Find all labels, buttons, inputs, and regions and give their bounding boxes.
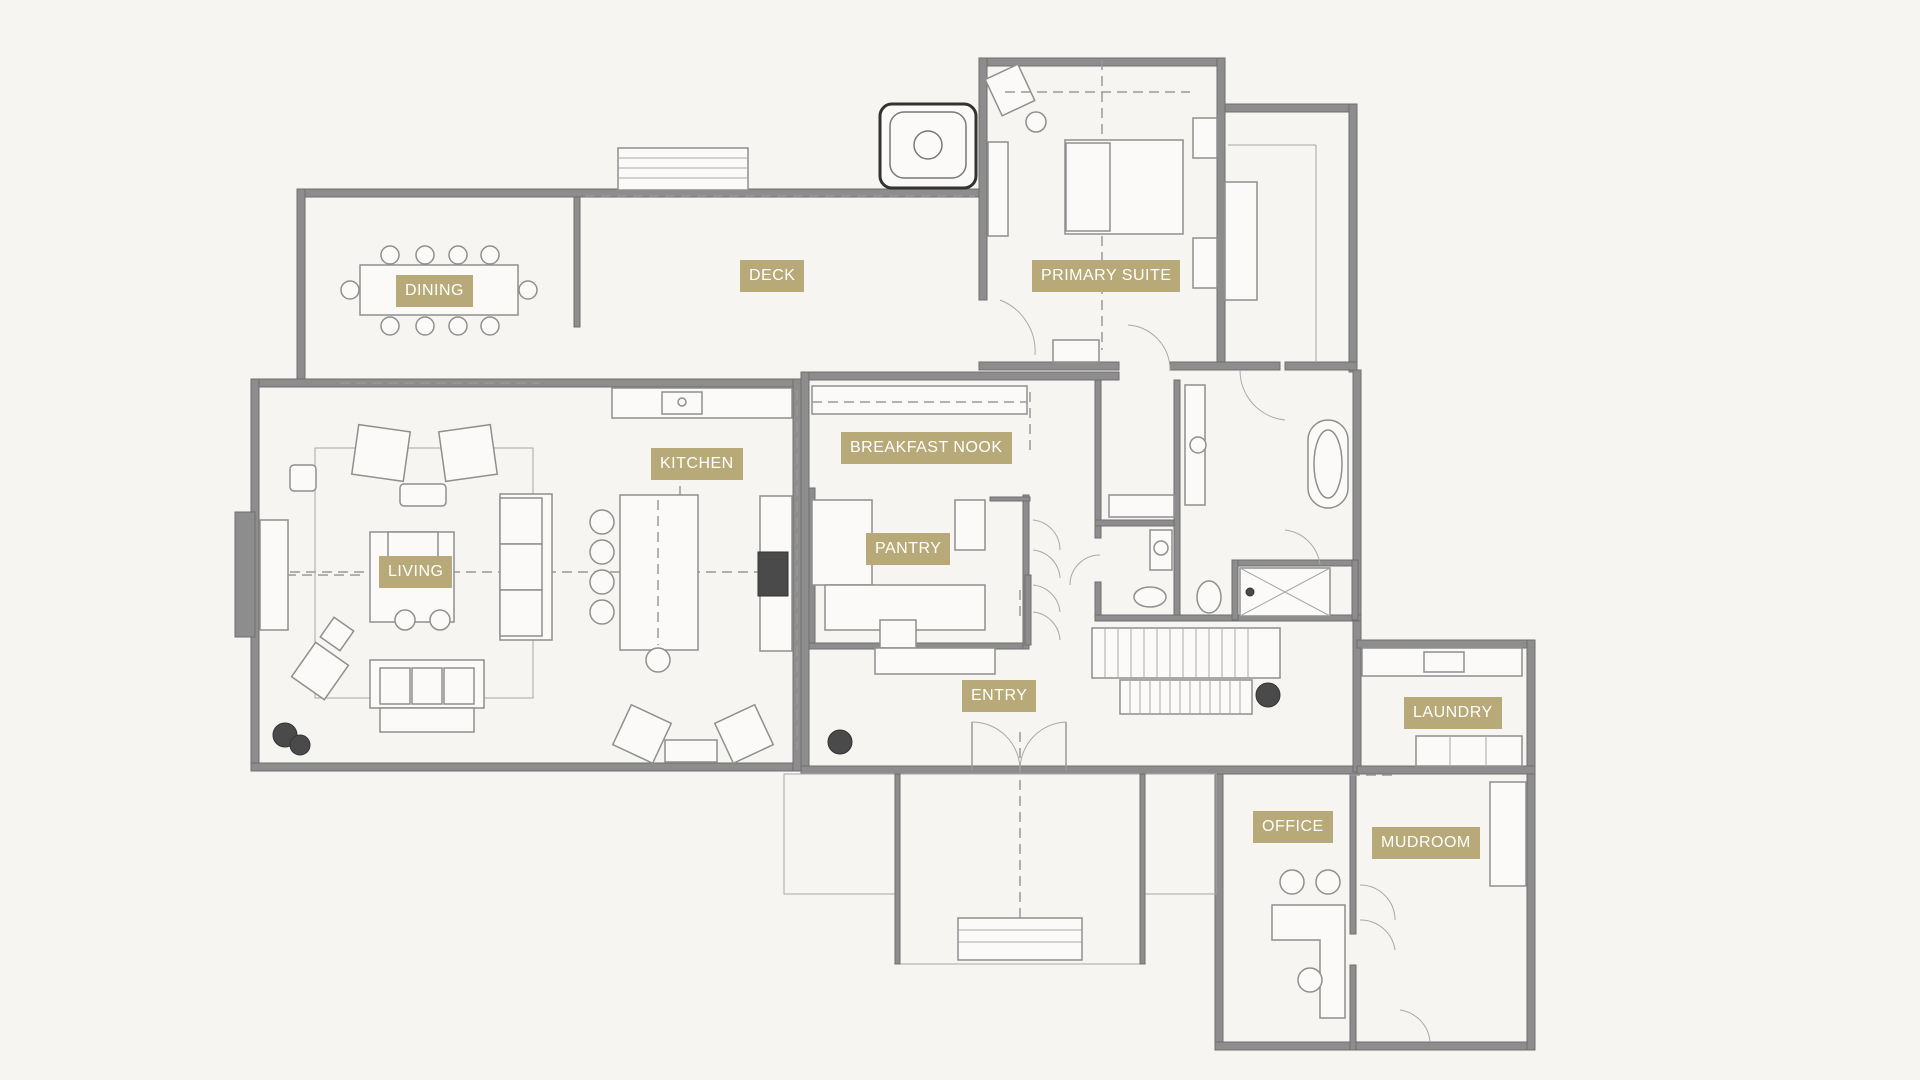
kitchen-counters <box>589 387 793 673</box>
office-furniture <box>1271 869 1346 1019</box>
room-label-office: OFFICE <box>1253 811 1333 843</box>
room-label-breakfast-nook: BREAKFAST NOOK <box>841 432 1012 464</box>
room-label-kitchen: KITCHEN <box>651 448 743 480</box>
room-label-deck: DECK <box>740 260 805 292</box>
entry-porch <box>783 721 1217 965</box>
room-label-entry: ENTRY <box>962 680 1037 712</box>
deck-stairs <box>617 147 749 191</box>
mudroom-fixtures <box>1359 781 1527 1043</box>
room-label-dining: DINING <box>396 275 473 307</box>
stairs <box>1091 627 1281 715</box>
living-furniture <box>259 423 853 765</box>
room-label-living: LIVING <box>379 556 453 588</box>
primary-suite-furniture <box>984 63 1317 421</box>
bathroom-fixtures <box>1108 384 1349 617</box>
hot-tub <box>878 102 978 190</box>
room-label-laundry: LAUNDRY <box>1404 697 1502 729</box>
room-label-mudroom: MUDROOM <box>1372 827 1480 859</box>
laundry-fixtures <box>1361 647 1523 767</box>
room-label-pantry: PANTRY <box>866 533 951 565</box>
nook-pantry-furniture <box>811 385 1101 675</box>
room-label-primary-suite: PRIMARY SUITE <box>1032 260 1181 292</box>
